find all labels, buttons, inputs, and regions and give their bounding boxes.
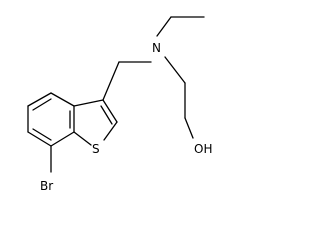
structure-diagram: N S Br OH [27, 16, 212, 193]
bond [156, 16, 172, 37]
bond [184, 117, 194, 139]
bond [50, 92, 75, 107]
bond [50, 131, 75, 147]
bond [164, 56, 186, 84]
bond [73, 131, 92, 146]
double-bond-inner [32, 128, 52, 141]
nitrogen-atom-label: N [152, 41, 161, 55]
bromine-atom-label: Br [40, 179, 53, 193]
double-bond-inner [32, 98, 52, 111]
bond [73, 99, 104, 107]
bond [102, 61, 120, 101]
sulfur-atom-label: S [92, 142, 100, 156]
molecule-canvas: N S Br OH [27, 16, 213, 193]
bond [27, 92, 52, 107]
bond [102, 99, 118, 123]
bond [103, 121, 118, 141]
hydroxyl-group-label: OH [194, 142, 212, 156]
bond [27, 131, 52, 147]
double-bond-inner [100, 105, 113, 125]
